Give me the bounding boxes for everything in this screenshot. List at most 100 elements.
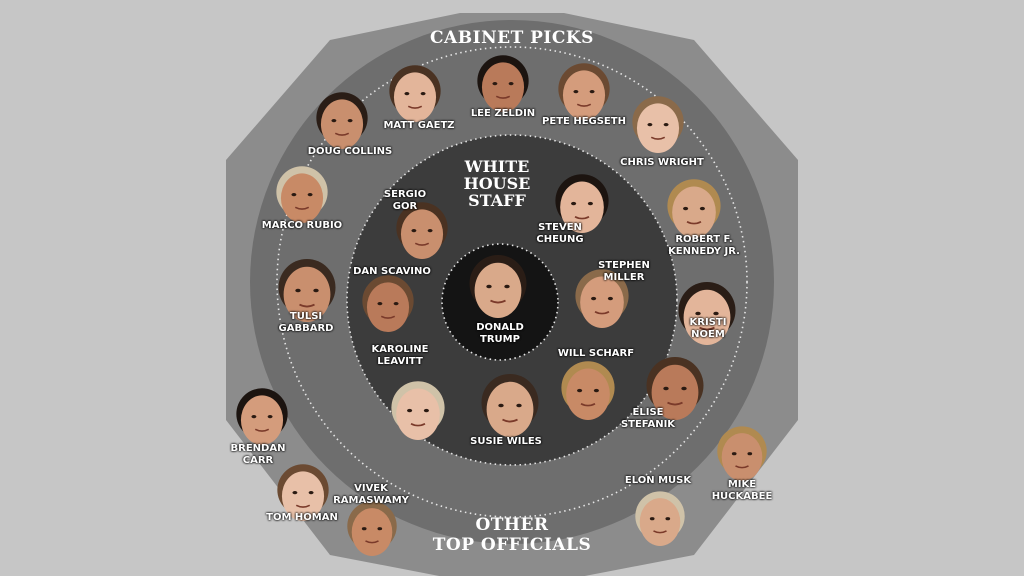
- name-line-2: MILLER: [603, 272, 645, 283]
- eye-shape: [404, 92, 410, 96]
- eye-shape: [695, 311, 701, 316]
- eye-shape: [571, 201, 577, 206]
- eye-shape: [508, 82, 514, 86]
- face-shape: [280, 173, 324, 223]
- eye-shape: [251, 415, 257, 419]
- eye-shape: [377, 527, 383, 531]
- face-shape: [366, 282, 410, 332]
- other-officials-title-line-2: TOP OFFICIALS: [432, 535, 592, 555]
- name-line-1: MIKE: [727, 479, 757, 490]
- name-line-1: STEVEN: [538, 222, 582, 233]
- name-label-elon-musk: ELON MUSK: [598, 475, 718, 487]
- eye-shape: [267, 415, 273, 419]
- name-line-2: GOR: [392, 201, 418, 212]
- eye-shape: [307, 193, 313, 197]
- portrait-mike-huckabee: [717, 426, 767, 481]
- face-shape: [393, 72, 437, 123]
- cabinet-ring-border: [276, 46, 748, 518]
- eye-shape: [699, 206, 705, 211]
- name-label-will-scharf: WILL SCHARF: [536, 348, 656, 360]
- staff-title-line-3: STAFF: [468, 191, 526, 210]
- face-shape: [486, 381, 534, 437]
- mouth-shape: [650, 136, 666, 140]
- eye-shape: [420, 92, 426, 96]
- eye-shape: [411, 229, 417, 233]
- name-line-1: ROBERT F.: [675, 234, 733, 245]
- eye-shape: [295, 288, 301, 293]
- eye-shape: [423, 408, 429, 413]
- name-label-robert-f-kennedy-jr: ROBERT F.KENNEDY JR.: [644, 234, 764, 258]
- eye-shape: [681, 386, 687, 391]
- name-line-1: DONALD: [476, 322, 524, 333]
- name-line-2: TRUMP: [480, 334, 520, 345]
- name-label-tom-homan: TOM HOMAN: [242, 512, 362, 524]
- eye-shape: [747, 452, 753, 456]
- name-line-1: LEE ZELDIN: [470, 108, 536, 119]
- face-shape: [636, 103, 680, 153]
- eye-shape: [516, 403, 522, 408]
- name-line-1: ELON MUSK: [624, 475, 692, 486]
- eye-shape: [573, 90, 579, 94]
- face-shape: [672, 186, 716, 239]
- eye-shape: [683, 206, 689, 211]
- staff-title-line-2: HOUSE: [463, 174, 531, 193]
- portraits-layer: [236, 55, 767, 556]
- eye-shape: [347, 119, 353, 123]
- face-shape: [320, 99, 364, 149]
- name-label-lee-zeldin: LEE ZELDIN: [443, 108, 563, 120]
- portrait-elise-stefanik: [646, 357, 704, 420]
- mouth-shape: [294, 206, 310, 210]
- eye-shape: [587, 201, 593, 206]
- portrait-tulsi-gabbard: [278, 259, 336, 322]
- name-line-1: ELISE: [632, 407, 664, 418]
- mouth-shape: [594, 311, 610, 315]
- portrait-sergio-gor: [396, 202, 448, 259]
- mouth-shape: [407, 105, 423, 109]
- mouth-shape: [686, 221, 702, 225]
- name-line-1: TOM HOMAN: [266, 512, 338, 523]
- face-shape: [562, 70, 606, 121]
- name-line-1: DAN SCAVINO: [353, 266, 431, 277]
- eye-shape: [593, 388, 599, 393]
- name-line-2: STEFANIK: [620, 419, 676, 430]
- eye-shape: [649, 517, 655, 521]
- mouth-shape: [414, 242, 430, 246]
- eye-shape: [663, 123, 669, 127]
- white-house-staff-title: WHITE HOUSE STAFF: [462, 158, 532, 209]
- cabinet-picks-title: CABINET PICKS: [430, 28, 594, 48]
- name-line-2: CHEUNG: [536, 234, 584, 245]
- portrait-will-scharf: [561, 361, 615, 420]
- portrait-pete-hegseth: [558, 63, 610, 121]
- name-label-marco-rubio: MARCO RUBIO: [242, 220, 362, 232]
- portrait-susie-wiles: [481, 374, 539, 437]
- mouth-shape: [495, 95, 511, 99]
- eye-shape: [291, 193, 297, 197]
- name-label-pete-hegseth: PETE HEGSETH: [524, 116, 644, 128]
- eye-shape: [492, 82, 498, 86]
- eye-shape: [498, 403, 504, 408]
- eye-shape: [377, 302, 383, 306]
- mouth-shape: [299, 303, 315, 308]
- portrait-tom-homan: [277, 464, 329, 521]
- name-line-2: RAMASWAMY: [333, 495, 409, 506]
- face-shape: [651, 364, 699, 420]
- eye-shape: [577, 388, 583, 393]
- face-shape: [580, 276, 624, 328]
- center-disc-border: [441, 243, 559, 361]
- name-line-1: CHRIS WRIGHT: [620, 157, 704, 168]
- face-shape: [560, 181, 604, 234]
- eye-shape: [361, 527, 367, 531]
- mouth-shape: [667, 401, 683, 406]
- staff-disc-border: [346, 134, 678, 466]
- name-line-1: MATT GAETZ: [383, 120, 455, 131]
- portrait-robert-f-kennedy-jr: [667, 179, 721, 239]
- name-label-dan-scavino: DAN SCAVINO: [332, 266, 452, 278]
